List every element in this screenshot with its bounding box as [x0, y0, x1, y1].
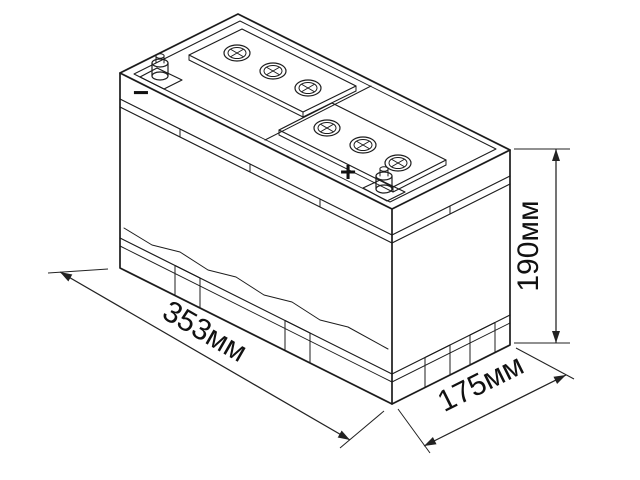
front-cell-cover [278, 102, 447, 193]
positive-sign: + [340, 156, 356, 187]
lid-seam-lower [119, 106, 511, 244]
height-label: 190мм [512, 200, 545, 291]
extension-line [397, 408, 431, 454]
lid-divider-line [264, 85, 372, 141]
dimension-line-length [59, 271, 351, 441]
dimension-line-width [423, 374, 567, 447]
extension-line [339, 410, 385, 449]
battery-silhouette [119, 13, 511, 405]
dimension-width: 175мм [397, 347, 575, 454]
battery-outline [119, 13, 511, 405]
cell-plug-icon [294, 79, 322, 97]
lid-front-edges [119, 72, 511, 210]
lid-seam-upper [119, 98, 511, 236]
foot-block [284, 320, 311, 364]
rear-cell-cover [188, 28, 357, 118]
lid-inner-rim [133, 20, 497, 203]
extension-line [47, 268, 109, 274]
case-wavy-line [123, 227, 389, 350]
cell-plug-icon [384, 154, 412, 172]
cell-plug-icon [223, 44, 251, 62]
extension-line [515, 347, 575, 380]
cell-plug-icon [313, 119, 341, 137]
negative-terminal [139, 53, 183, 90]
cell-plug-icon [259, 62, 287, 80]
dimension-length: 353мм [47, 268, 385, 449]
positive-terminal [362, 166, 406, 202]
foot-block [469, 322, 496, 366]
dimension-height: 190мм [512, 148, 570, 344]
length-label: 353мм [157, 295, 253, 369]
battery-lid [119, 20, 511, 244]
cell-plug-icon [349, 136, 377, 154]
negative-sign: − [133, 77, 149, 108]
foot-block [424, 344, 451, 388]
